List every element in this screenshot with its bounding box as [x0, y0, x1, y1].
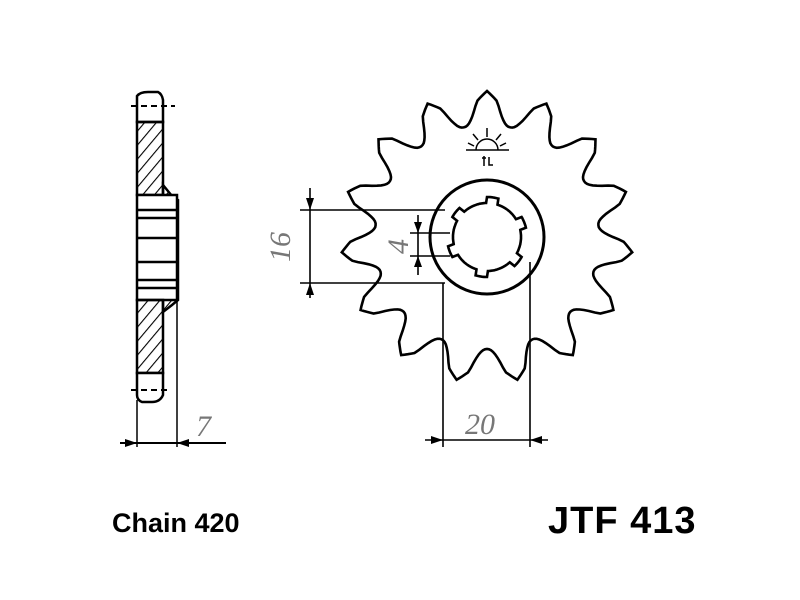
dimension-lines	[300, 188, 548, 447]
side-profile	[120, 90, 226, 447]
part-number: JTF 413	[548, 500, 697, 542]
hub-diameter-dimension: 20	[465, 408, 495, 441]
chain-label: Chain 420	[112, 508, 240, 538]
hub-circle	[428, 178, 546, 296]
sprocket-teeth-outline	[340, 89, 634, 382]
spline-width-dimension: 4	[382, 239, 415, 254]
spline-height-dimension: 16	[264, 232, 297, 262]
dimension-arrows	[306, 198, 542, 444]
sun-logo-icon	[466, 128, 509, 166]
thickness-dimension: 7	[196, 410, 213, 443]
spline-bore	[446, 195, 528, 279]
